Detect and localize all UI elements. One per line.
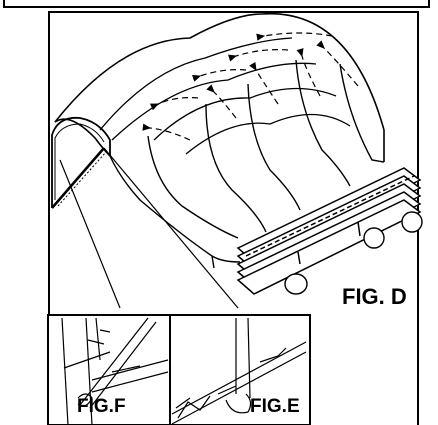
cover-seams [99, 37, 351, 155]
cover-side-panels [109, 59, 385, 269]
fig-d-label: FIG. D [342, 284, 407, 309]
detail-panel-frame [47, 314, 311, 425]
fig-e-detail [171, 317, 307, 425]
folded-cover-bundle [236, 167, 422, 295]
strap-loops [284, 211, 423, 295]
ground-lines [59, 147, 239, 309]
pull-direction-arrows [142, 32, 359, 141]
fig-f-label: FIG.F [77, 396, 126, 417]
fig-e-label: FIG.E [250, 396, 300, 417]
cover-roof [54, 12, 385, 162]
fig-f-detail [61, 317, 169, 425]
front-arch-frame [51, 116, 111, 209]
previous-figure-border [3, 0, 430, 8]
